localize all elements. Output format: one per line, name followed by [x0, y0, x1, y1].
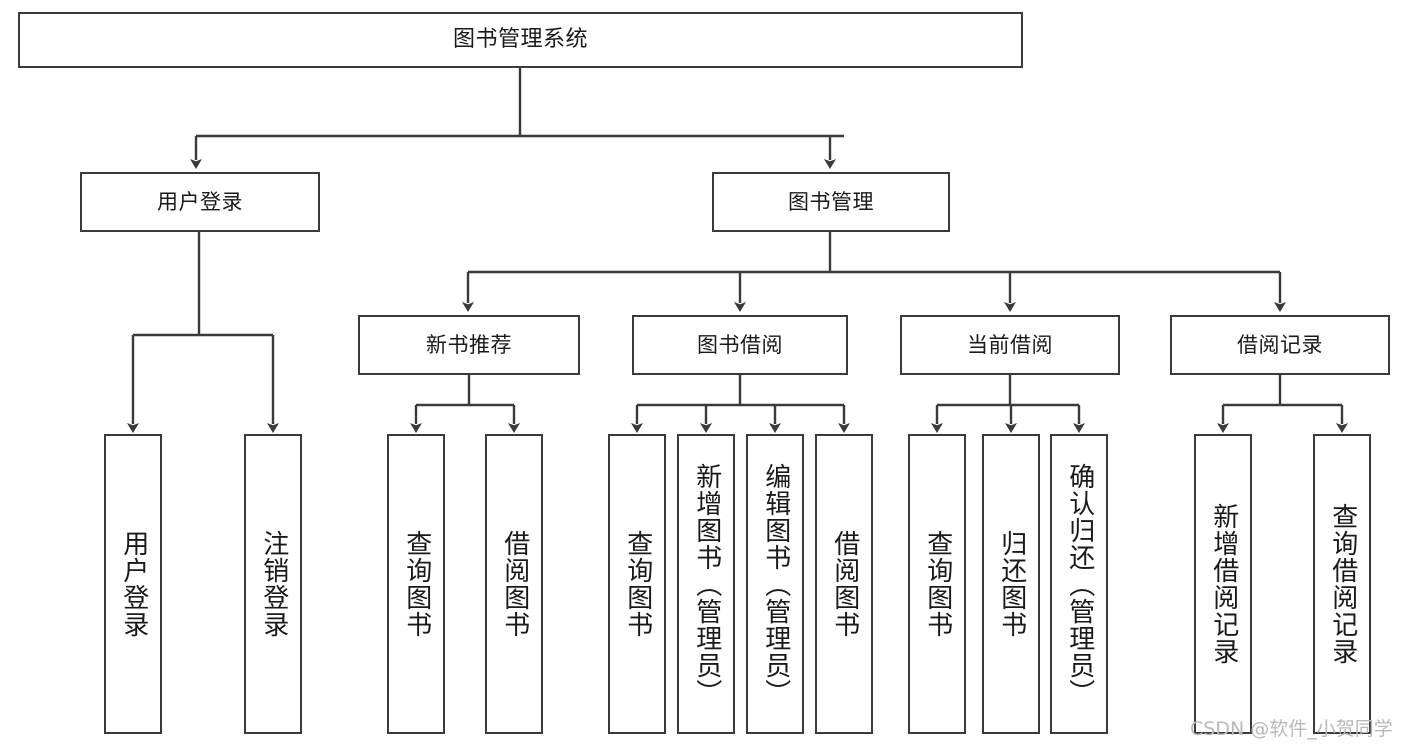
- node-leaf-confirm-return-label: 确认归还（管理员）: [1064, 462, 1095, 706]
- node-leaf-query-book-2-label: 查询图书: [622, 530, 653, 638]
- node-leaf-return-book-label: 归还图书: [996, 530, 1027, 638]
- node-leaf-return-book[interactable]: 归还图书: [982, 434, 1040, 734]
- node-leaf-add-record[interactable]: 新增借阅记录: [1194, 434, 1252, 734]
- node-leaf-query-record[interactable]: 查询借阅记录: [1313, 434, 1371, 734]
- node-leaf-query-record-label: 查询借阅记录: [1327, 503, 1358, 665]
- node-leaf-query-book-3[interactable]: 查询图书: [908, 434, 966, 734]
- node-leaf-edit-book[interactable]: 编辑图书（管理员）: [746, 434, 804, 734]
- node-current-borrow-label: 当前借阅: [967, 332, 1053, 357]
- node-new-book-recommend-label: 新书推荐: [426, 332, 512, 357]
- node-leaf-user-login-label: 用户登录: [118, 530, 149, 638]
- node-current-borrow[interactable]: 当前借阅: [900, 315, 1120, 375]
- node-new-book-recommend[interactable]: 新书推荐: [358, 315, 580, 375]
- watermark: CSDN @软件_小贺同学: [1190, 718, 1393, 740]
- node-leaf-query-book-1[interactable]: 查询图书: [387, 434, 445, 734]
- node-leaf-add-book[interactable]: 新增图书（管理员）: [677, 434, 735, 734]
- node-root-label: 图书管理系统: [452, 27, 588, 53]
- node-leaf-edit-book-label: 编辑图书（管理员）: [760, 462, 791, 706]
- node-leaf-borrow-book-2-label: 借阅图书: [829, 530, 860, 638]
- node-borrow-record[interactable]: 借阅记录: [1170, 315, 1390, 375]
- node-user-login-label: 用户登录: [157, 189, 243, 214]
- node-leaf-confirm-return[interactable]: 确认归还（管理员）: [1050, 434, 1108, 734]
- node-root[interactable]: 图书管理系统: [18, 12, 1023, 68]
- node-leaf-borrow-book-1-label: 借阅图书: [499, 530, 530, 638]
- node-book-manage-label: 图书管理: [788, 189, 874, 214]
- node-user-login[interactable]: 用户登录: [80, 172, 320, 232]
- node-leaf-borrow-book-1[interactable]: 借阅图书: [485, 434, 543, 734]
- node-book-borrow-label: 图书借阅: [697, 332, 783, 357]
- node-leaf-add-record-label: 新增借阅记录: [1208, 503, 1239, 665]
- node-leaf-add-book-label: 新增图书（管理员）: [691, 462, 722, 706]
- node-book-manage[interactable]: 图书管理: [712, 172, 950, 232]
- node-leaf-user-login[interactable]: 用户登录: [104, 434, 162, 734]
- node-leaf-query-book-2[interactable]: 查询图书: [608, 434, 666, 734]
- node-leaf-logout-label: 注销登录: [258, 530, 289, 638]
- node-book-borrow[interactable]: 图书借阅: [632, 315, 848, 375]
- node-borrow-record-label: 借阅记录: [1237, 332, 1323, 357]
- node-leaf-query-book-1-label: 查询图书: [401, 530, 432, 638]
- node-leaf-logout[interactable]: 注销登录: [244, 434, 302, 734]
- node-leaf-borrow-book-2[interactable]: 借阅图书: [815, 434, 873, 734]
- node-leaf-query-book-3-label: 查询图书: [922, 530, 953, 638]
